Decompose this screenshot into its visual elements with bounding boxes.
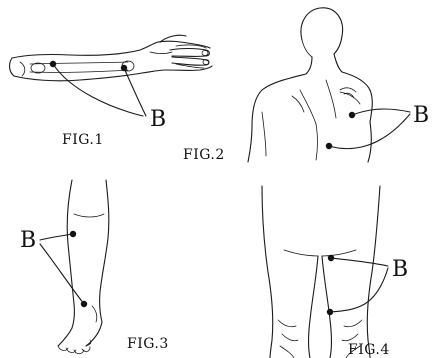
point-label-b: B xyxy=(150,107,166,132)
arm-illustration xyxy=(10,35,212,81)
pointer-line xyxy=(329,114,410,149)
legs-illustration xyxy=(262,186,380,358)
figure-3: B FIG.3 xyxy=(20,180,169,354)
back-illustration xyxy=(248,8,372,162)
pointer-line xyxy=(330,268,388,312)
figure-caption: FIG.2 xyxy=(183,147,225,163)
pointer-line xyxy=(331,258,388,266)
figure-1: B FIG.1 xyxy=(10,35,212,148)
pointer-line xyxy=(40,244,84,304)
pointer-line xyxy=(352,109,410,115)
point-label-b: B xyxy=(20,228,36,253)
figure-caption: FIG.4 xyxy=(348,342,390,358)
figure-caption: FIG.3 xyxy=(127,336,169,352)
figure-4: B FIG.4 xyxy=(262,186,408,358)
point-label-b: B xyxy=(392,257,408,282)
figure-2: B FIG.2 xyxy=(183,8,429,163)
leg-illustration xyxy=(58,180,109,354)
pointer-line xyxy=(124,68,146,116)
figure-caption: FIG.1 xyxy=(62,132,104,148)
point-label-b: B xyxy=(413,103,429,128)
